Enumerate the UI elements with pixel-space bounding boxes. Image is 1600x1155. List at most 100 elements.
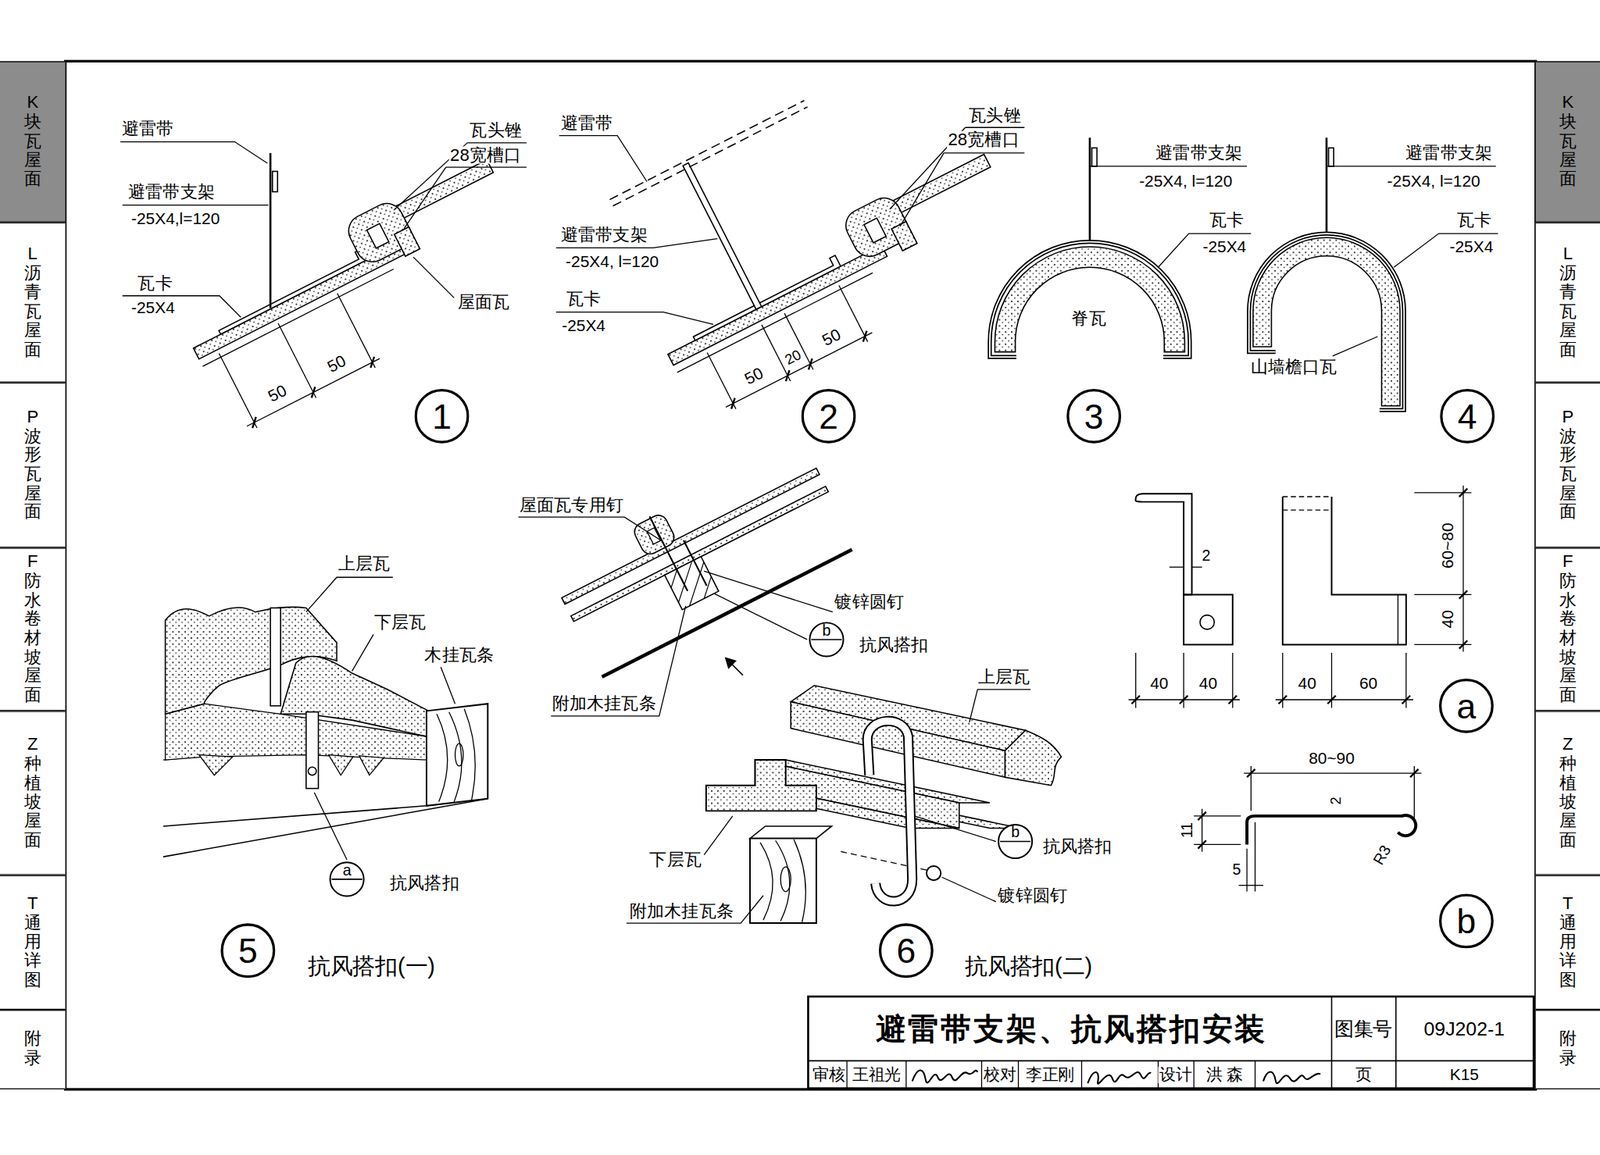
dimension-line [1459,590,1468,599]
leader-line [900,153,944,227]
tab-text: 附录 [1559,1031,1577,1070]
circle-outline [1440,680,1493,733]
ridge-tile [994,246,1185,353]
wind-clip-detail-2 [867,721,912,902]
dimension-line [839,285,868,343]
title-block [905,1060,907,1089]
lightning-rod-support [269,153,272,309]
leader-line [403,167,447,229]
dimension-line [700,282,875,414]
view-number: 6 [896,933,916,968]
circle-text-box: 6 [878,923,935,979]
signature [1263,1072,1321,1085]
view-number-circle: 4 [1439,389,1496,445]
wind-clip-detail-1 [328,755,354,776]
part-label: 上层瓦 [977,668,1032,686]
tab-text: F防水卷材坡屋面 [1559,553,1577,706]
section-tab: Z种植坡屋面 [0,710,66,875]
dimension-line [1197,840,1206,849]
dimension-text: -25X4 [1448,239,1494,256]
section-tab: 附录 [1535,1010,1600,1090]
clip-a-views [1169,567,1184,568]
section-tab: F防水卷材坡屋面 [0,547,66,711]
dimension-text: 50 [818,325,845,350]
leader-line [559,135,647,183]
circle-outline [1067,390,1121,443]
leader-line [626,689,1031,924]
part-label: 上层瓦 [337,555,392,573]
dimension-line [1278,696,1287,704]
dimension-line [1327,696,1336,704]
leader-line [518,517,662,541]
leader-line [914,816,996,843]
clip-a-views [1397,594,1399,645]
reference-letter: b [822,622,832,639]
tab-text: P波形瓦屋面 [1559,407,1577,522]
tab-text: F防水卷材坡屋面 [24,553,42,706]
leader-line [1089,166,1251,268]
circle-text-box: b [996,823,1034,840]
view-number-circle: 2 [800,389,857,445]
part-label: -25X4, l=120 [1138,173,1234,190]
title-block [1017,1060,1019,1089]
part-label: 瓦头锉 [468,121,523,140]
wood-grain [464,709,475,802]
gable-eave-tile [1325,137,1329,233]
circle-outline [809,622,843,657]
wood-grain [775,840,790,922]
part-label: 下层瓦 [648,851,703,869]
gable-eave-tile [1249,233,1405,411]
section-tab: T通用详图 [0,875,66,1011]
clip-b-profile [1246,815,1416,845]
reference-divider [1000,841,1031,843]
dimension-text: 60 [1358,675,1379,693]
title-block-cell: 王祖光 [850,1067,902,1084]
leader-line [446,167,527,168]
leader-line [556,127,1025,325]
circle-outline [221,925,275,978]
wind-clip-detail-1 [307,767,316,775]
part-label: 瓦卡 [1456,211,1493,229]
circle-outline [802,390,855,443]
section-tab: 附录 [0,1010,66,1090]
tab-text: 附录 [24,1031,42,1070]
clip-a-views [1128,485,1472,709]
wind-clip-detail-2 [790,702,1005,779]
dimension-line [218,353,258,429]
leader-line [1157,233,1251,268]
tab-text: K块瓦屋面 [24,94,42,190]
section-tab: P波形瓦屋面 [1535,382,1600,549]
wind-clip-section [631,512,678,558]
tab-text: T通用详图 [24,895,42,991]
circle-outline [998,825,1033,859]
wood-hatch [664,561,707,604]
wind-clip-detail-2 [867,721,912,902]
leader-line [942,877,997,902]
detail-reference-circle: a [328,860,366,898]
part-label: -25X4,l=120 [130,210,222,228]
title-block-cell: 图集号 [1332,1019,1393,1040]
title-block-cell: 页 [1353,1067,1373,1084]
view-number-circle: a [1439,678,1495,735]
leader-line [120,142,527,318]
leader-line [1089,165,1247,167]
circle-text-box: 3 [1066,389,1122,445]
sheet-frame [65,60,1536,1090]
view-number: 4 [1457,399,1478,434]
part-label: 屋面瓦专用钉 [518,496,625,514]
dimension-line [727,398,739,410]
dimension-text: R3 [1369,842,1394,869]
dimension-text: 80~90 [1307,750,1356,768]
wind-clip-detail-2 [1005,730,1062,786]
view-number: 2 [818,399,839,434]
circle-outline [415,390,468,443]
section-tab: L沥青瓦屋面 [0,222,66,383]
detail-1-section [174,152,549,438]
signature [912,1070,979,1083]
tab-text: K块瓦屋面 [1559,94,1577,190]
dimension-line [1197,812,1206,821]
ridge-tile [989,242,1190,358]
view-number-circle: 1 [414,389,470,445]
dimension-text: 40 [1149,675,1170,693]
